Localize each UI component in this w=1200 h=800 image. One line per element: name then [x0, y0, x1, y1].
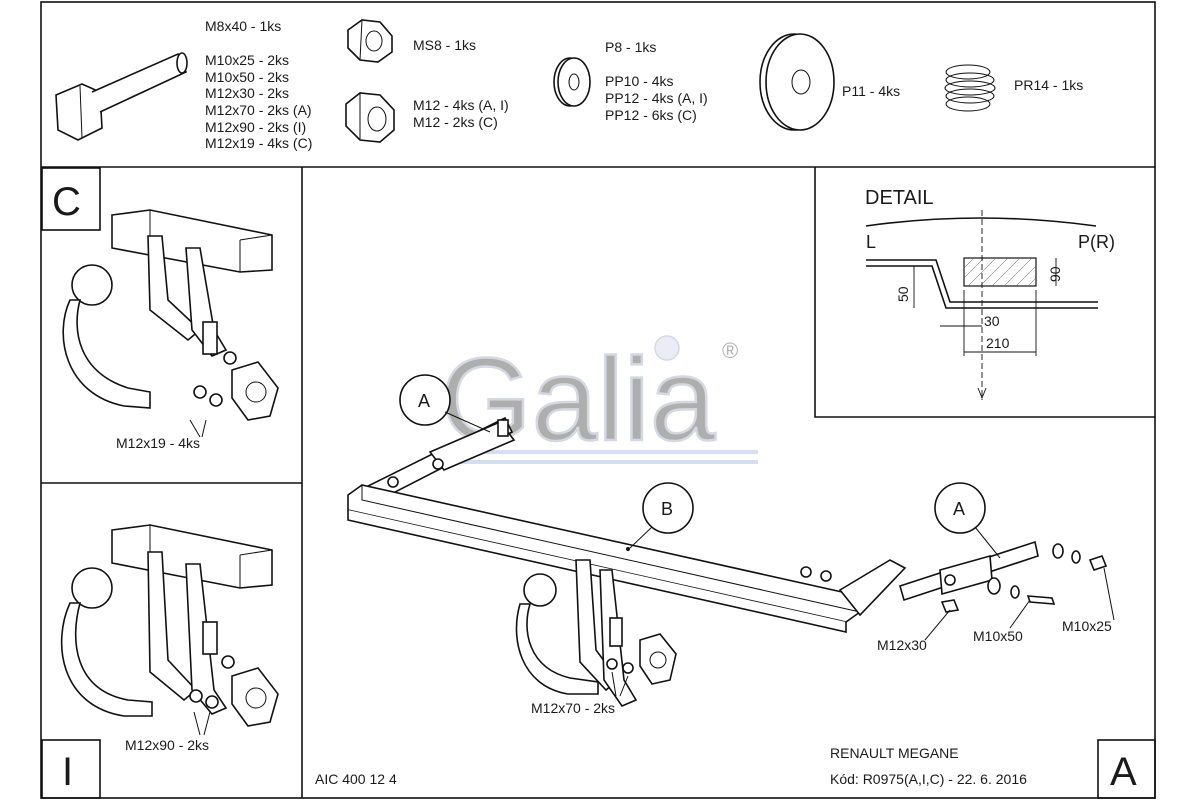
- callout-a-right: [934, 482, 986, 534]
- outer-frame: [40, 1, 1156, 799]
- bolt-label-m10x50: M10x50: [973, 628, 1023, 644]
- bolt-label-m12x70: M12x70 - 2ks: [531, 700, 615, 716]
- variant-i-neck: [60, 602, 153, 717]
- washer-small-line-0: P8 - 1ks: [605, 39, 656, 55]
- nut-m12-icon: [345, 92, 395, 143]
- variant-i-panel: I M12x90 - 2ks: [41, 524, 279, 799]
- bolt-line-5: M12x90 - 2ks (I): [205, 119, 306, 135]
- detail-left-label: L: [866, 232, 876, 252]
- registered-mark: ®: [722, 338, 738, 363]
- spring-icon: [944, 64, 996, 112]
- variant-c-neck: [62, 299, 151, 409]
- dim-30: 30: [984, 313, 1000, 329]
- bolt-line-0: M8x40 - 1ks: [205, 18, 281, 34]
- main-tow-ball: [523, 573, 557, 607]
- callout-a-left-label: A: [418, 391, 430, 411]
- callout-b-label: B: [661, 499, 673, 519]
- variant-a-letter-box: [1097, 739, 1156, 799]
- variant-i-letter: I: [62, 750, 73, 794]
- bolt-label-m12x30: M12x30: [877, 637, 927, 653]
- variant-c-socket-plate: [231, 361, 279, 421]
- washer-small-line-3: PP12 - 6ks (C): [605, 107, 697, 123]
- detail-view: DETAIL L P(R) 90 50 30 210: [865, 187, 1115, 400]
- callout-a-right-label: A: [953, 499, 965, 519]
- washer-small-line-2: PP12 - 4ks (A, I): [605, 90, 708, 106]
- bar-section-hatched: [963, 257, 1037, 287]
- footer-car: RENAULT MEGANE: [830, 745, 959, 761]
- small-washer-icon: [553, 57, 591, 107]
- variant-i-letter-box: [41, 739, 101, 799]
- variant-c-bracket-right: [185, 247, 228, 357]
- variant-c-panel: C M12x19 - 4ks: [41, 167, 279, 451]
- variant-c-letter-box: [41, 167, 101, 231]
- main-assembly: A B A M12x30 M10x50 M10x25 M12x70 - 2ks: [347, 374, 1115, 716]
- variant-i-bolt-label: M12x90 - 2ks: [125, 737, 209, 753]
- right-flange: [838, 559, 907, 617]
- spring-label: PR14 - 1ks: [1014, 77, 1083, 93]
- callout-a-left: [399, 374, 451, 426]
- bolt-line-4: M12x70 - 2ks (A): [205, 102, 312, 118]
- bolt-line-1: M10x25 - 2ks: [205, 52, 289, 68]
- main-socket-plate: [639, 633, 677, 685]
- dim-210: 210: [986, 335, 1010, 351]
- detail-title: DETAIL: [865, 187, 934, 209]
- bolt-head-icon: [55, 83, 103, 141]
- nut-ms8-icon: [347, 19, 393, 63]
- bolt-part: [55, 52, 188, 141]
- detail-frame: [814, 167, 1155, 418]
- variant-a-letter: A: [1110, 750, 1137, 794]
- bolt-labels: M8x40 - 1ks M10x25 - 2ks M10x50 - 2ks M1…: [205, 18, 312, 151]
- nut-m12-label-0: M12 - 4ks (A, I): [413, 97, 509, 113]
- dim-90: 90: [1047, 266, 1063, 282]
- bolt-line-2: M10x50 - 2ks: [205, 69, 289, 85]
- bumper-profile: [866, 259, 1098, 303]
- variant-i-tow-ball: [71, 567, 113, 609]
- bolt-shank-icon: [91, 52, 188, 113]
- variant-c-tow-ball: [71, 264, 113, 306]
- footer-code: AIC 400 12 4: [315, 771, 397, 787]
- detail-right-label: P(R): [1078, 232, 1115, 252]
- large-washer-icon: [759, 33, 835, 131]
- dim-50: 50: [895, 286, 911, 302]
- bolt-line-3: M12x30 - 2ks: [205, 85, 289, 101]
- variant-i-socket-plate: [231, 667, 279, 727]
- nut-m12-label-1: M12 - 2ks (C): [413, 114, 498, 130]
- variant-c-letter: C: [52, 180, 81, 224]
- callout-b: [642, 482, 694, 534]
- bolt-label-m10x25: M10x25: [1062, 618, 1112, 634]
- nut-ms8-label: MS8 - 1ks: [413, 37, 476, 53]
- washer-small-line-1: PP10 - 4ks: [605, 73, 673, 89]
- watermark-dot-icon: [654, 335, 680, 361]
- bolt-icon: [1088, 555, 1108, 571]
- washer-large-label: P11 - 4ks: [842, 83, 900, 99]
- washer-icon: [1052, 543, 1064, 559]
- footer-kod: Kód: R0975(A,I,C) - 22. 6. 2016: [830, 771, 1027, 787]
- main-neck: [515, 603, 599, 695]
- bolt-line-6: M12x19 - 4ks (C): [205, 135, 312, 151]
- variant-c-bolt-label: M12x19 - 4ks: [116, 435, 200, 451]
